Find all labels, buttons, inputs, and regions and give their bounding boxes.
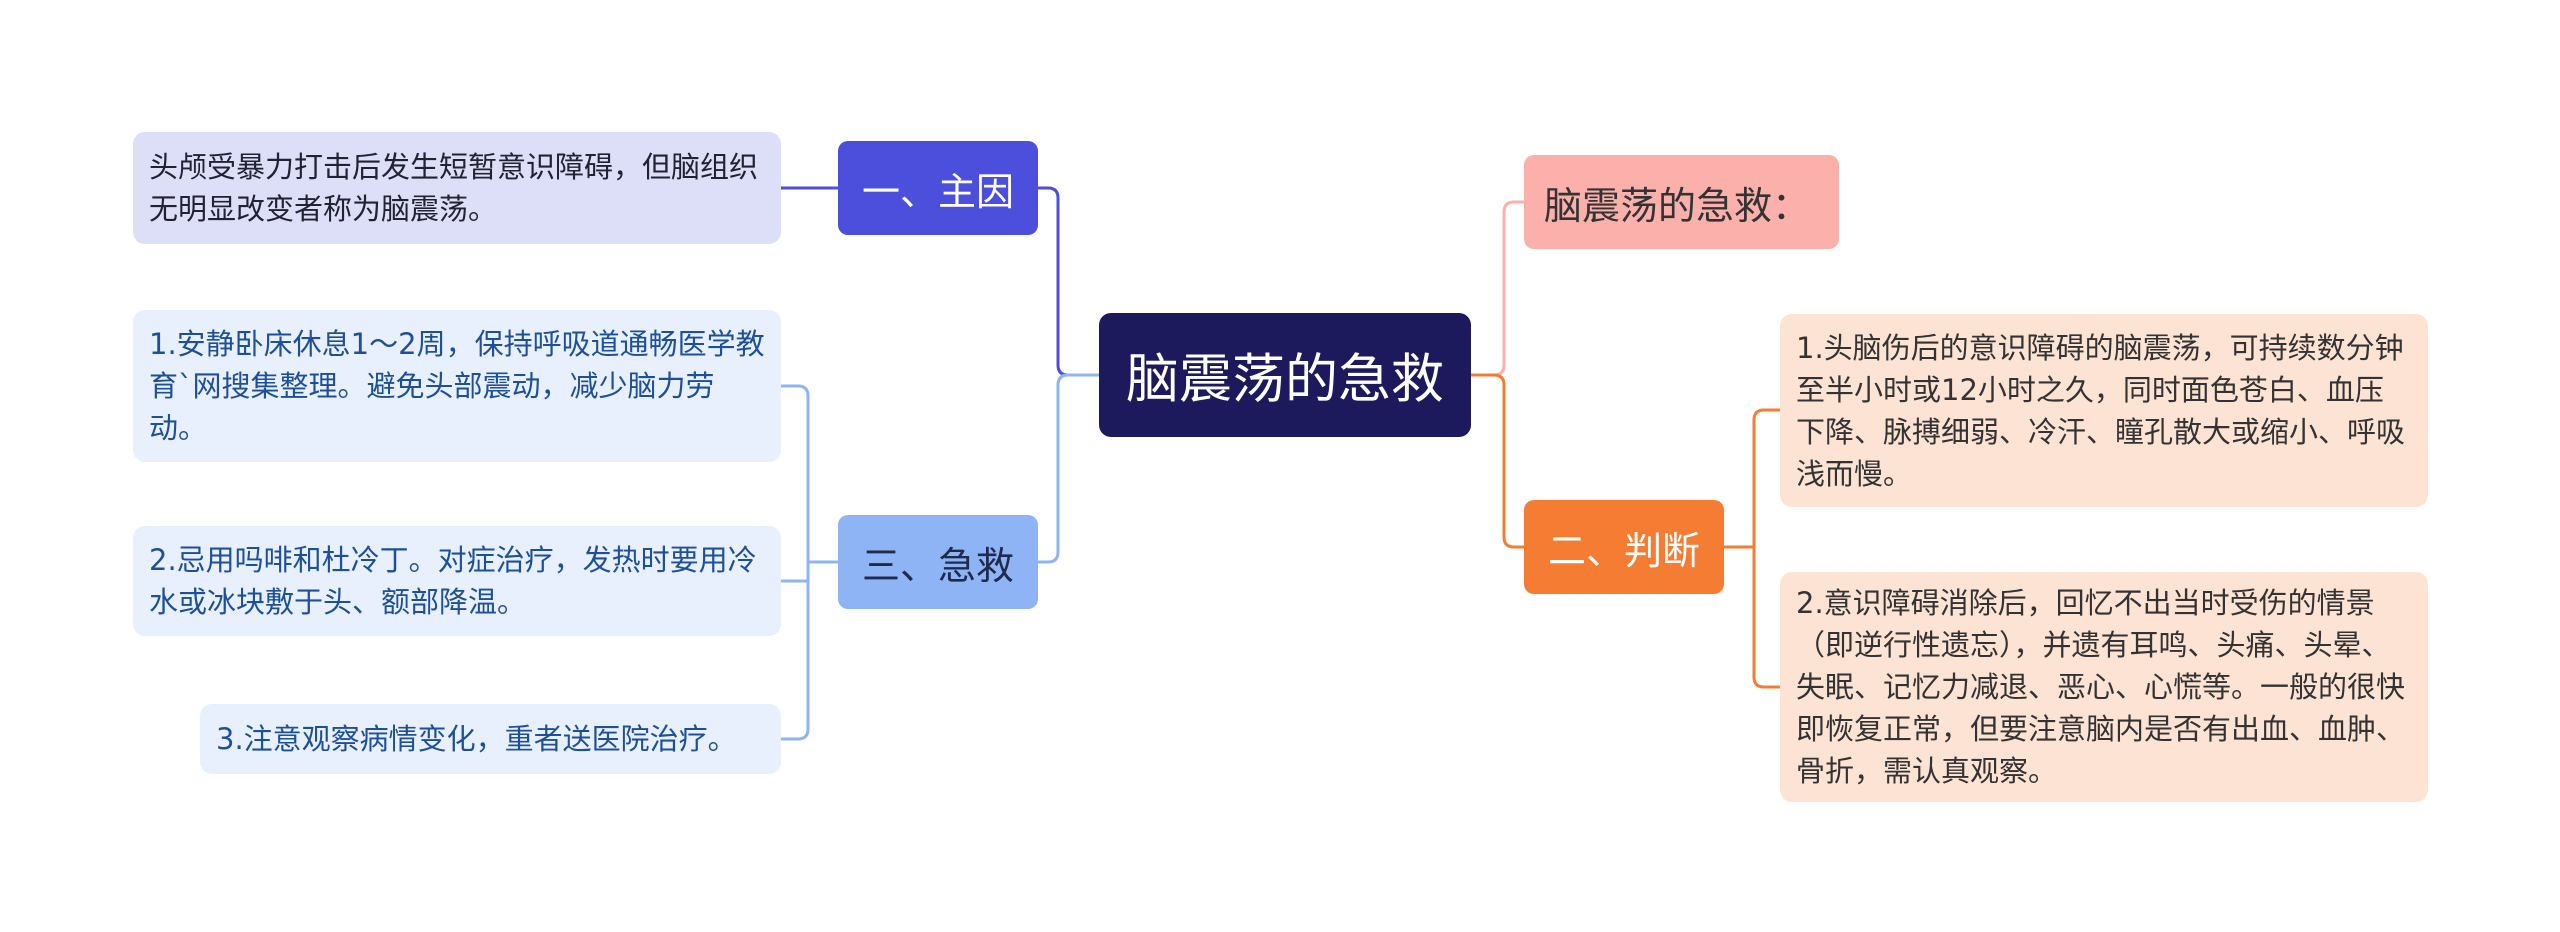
- first-aid-leaf-1[interactable]: 1.安静卧床休息1～2周，保持呼吸道通畅医学教育`网搜集整理。避免头部震动，减少…: [133, 310, 781, 462]
- judgement-text-2: 2.意识障碍消除后，回忆不出当时受伤的情景（即逆行性遗忘），并遗有耳鸣、头痛、头…: [1796, 586, 2406, 788]
- branch-topic-label: 脑震荡的急救：: [1544, 183, 1811, 228]
- main-cause-leaf[interactable]: 头颅受暴力打击后发生短暂意识障碍，但脑组织无明显改变者称为脑震荡。: [133, 132, 781, 244]
- branch-judgement[interactable]: 二、判断: [1524, 500, 1724, 594]
- branch-first-aid-label: 三、急救: [861, 543, 1014, 588]
- first-aid-leaf-2[interactable]: 2.忌用吗啡和杜冷丁。对症治疗，发热时要用冷水或冰块敷于头、额部降温。: [133, 526, 781, 636]
- branch-main-cause[interactable]: 一、主因: [838, 141, 1038, 235]
- first-aid-text-2: 2.忌用吗啡和杜冷丁。对症治疗，发热时要用冷水或冰块敷于头、额部降温。: [149, 543, 757, 619]
- root-node[interactable]: 脑震荡的急救: [1099, 313, 1471, 437]
- branch-first-aid[interactable]: 三、急救: [838, 515, 1038, 609]
- root-label: 脑震荡的急救: [1126, 349, 1444, 410]
- judgement-leaf-1[interactable]: 1.头脑伤后的意识障碍的脑震荡，可持续数分钟至半小时或12小时之久，同时面色苍白…: [1780, 314, 2428, 507]
- first-aid-text-1: 1.安静卧床休息1～2周，保持呼吸道通畅医学教育`网搜集整理。避免头部震动，减少…: [149, 327, 765, 445]
- branch-judgement-label: 二、判断: [1547, 528, 1700, 573]
- judgement-leaf-2[interactable]: 2.意识障碍消除后，回忆不出当时受伤的情景（即逆行性遗忘），并遗有耳鸣、头痛、头…: [1780, 572, 2428, 802]
- judgement-text-1: 1.头脑伤后的意识障碍的脑震荡，可持续数分钟至半小时或12小时之久，同时面色苍白…: [1796, 330, 2406, 491]
- first-aid-text-3: 3.注意观察病情变化，重者送医院治疗。: [216, 722, 737, 756]
- branch-topic[interactable]: 脑震荡的急救：: [1524, 155, 1839, 249]
- main-cause-text: 头颅受暴力打击后发生短暂意识障碍，但脑组织无明显改变者称为脑震荡。: [149, 150, 759, 226]
- first-aid-leaf-3[interactable]: 3.注意观察病情变化，重者送医院治疗。: [200, 704, 781, 774]
- branch-main-cause-label: 一、主因: [861, 169, 1014, 214]
